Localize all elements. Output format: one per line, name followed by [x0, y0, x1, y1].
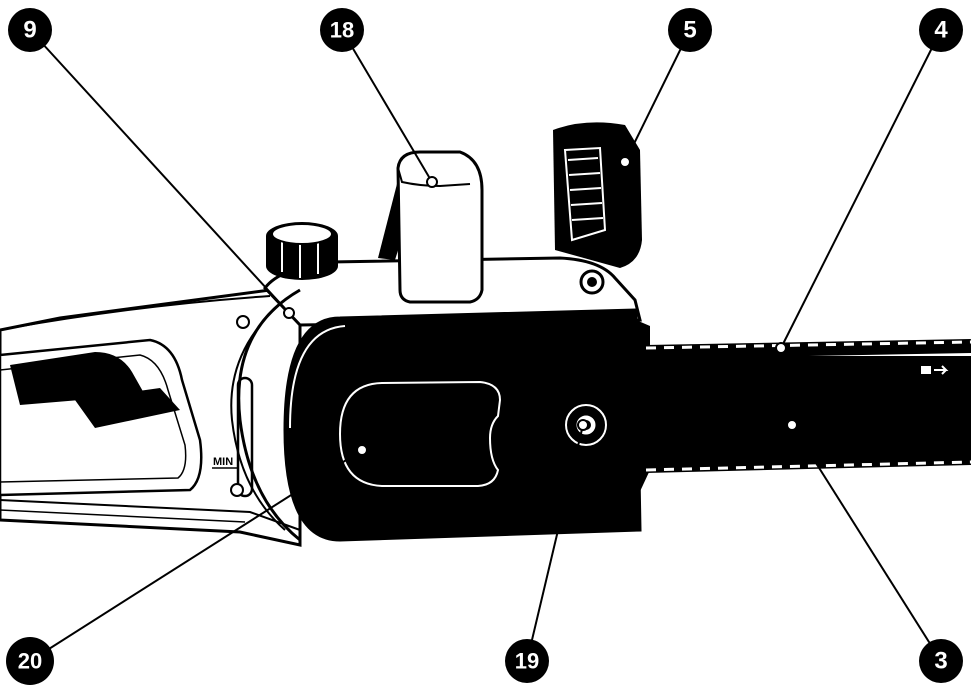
leader-lines: [29, 29, 942, 662]
trigger: [10, 352, 145, 405]
callout-20-label: 20: [18, 649, 42, 674]
callout-18-label: 18: [330, 18, 354, 43]
callout-19: 19: [505, 639, 549, 683]
callout-5: 5: [668, 8, 712, 52]
callout-3-label: 3: [934, 648, 947, 675]
guide-bar: [636, 320, 971, 500]
callout-5-label: 5: [683, 17, 696, 44]
hand-guard: [553, 122, 642, 268]
callout-18: 18: [320, 8, 364, 52]
callout-4-label: 4: [934, 17, 948, 44]
callout-19-label: 19: [515, 649, 539, 674]
chain-side-cover: [283, 308, 642, 542]
tension-knob: [266, 222, 338, 280]
callout-3: 3: [919, 639, 963, 683]
callout-4: 4: [919, 8, 963, 52]
front-handle: [378, 150, 484, 304]
trigger-lock: [75, 388, 180, 428]
oil-min-label: MIN: [213, 456, 233, 468]
callout-9-label: 9: [23, 17, 36, 44]
callout-9: 9: [8, 8, 52, 52]
callout-20: 20: [6, 637, 54, 685]
main-housing: [0, 288, 302, 547]
